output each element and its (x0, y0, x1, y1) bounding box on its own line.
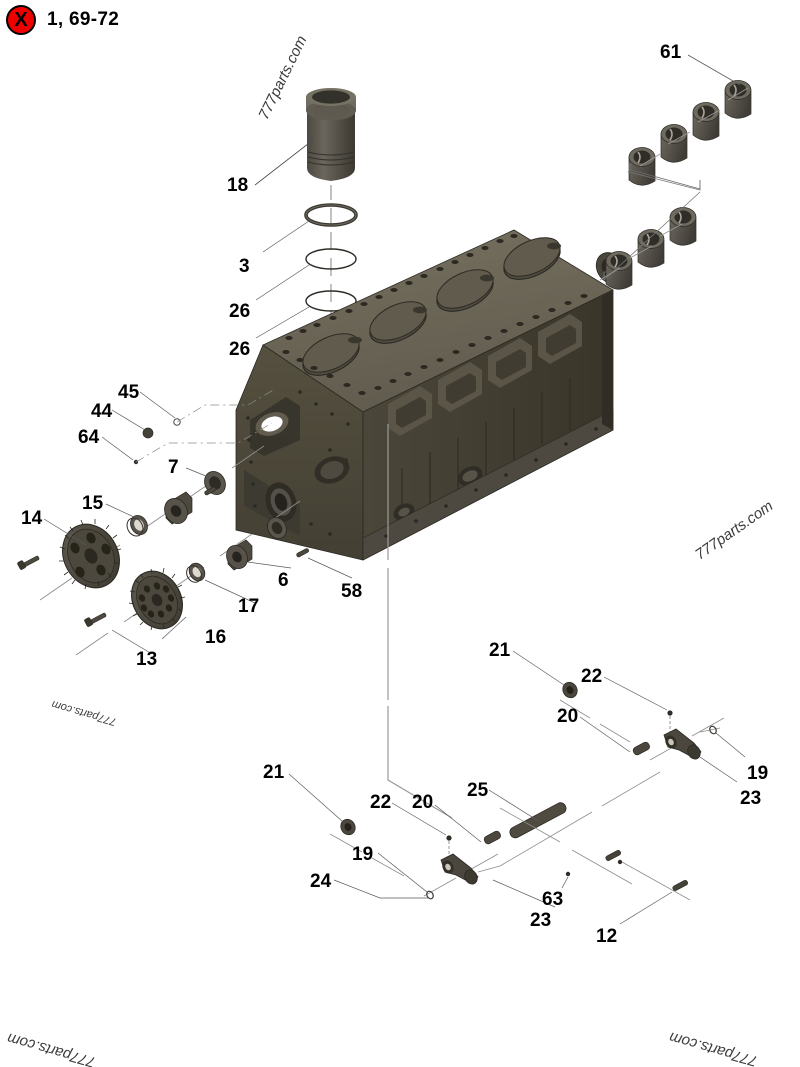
header-reference-text: 1, 69-72 (47, 9, 120, 30)
callout-number-45[interactable]: 45 (118, 382, 140, 403)
callout-number-19[interactable]: 19 (352, 844, 374, 865)
part-nozzle-tube-20-upper (632, 741, 650, 756)
callout-number-23[interactable]: 23 (740, 788, 762, 809)
callout-number-14[interactable]: 14 (21, 508, 43, 529)
part-o-ring-3 (262, 203, 358, 253)
callout-number-20[interactable]: 20 (557, 706, 579, 727)
part-idler-hub-6 (226, 539, 253, 571)
part-pin-12 (617, 859, 688, 925)
part-seal-lower (267, 517, 287, 539)
part-camshaft-bearings-61-lower (605, 207, 697, 290)
callout-number-3[interactable]: 3 (239, 256, 250, 277)
part-idler-gear-14 (59, 519, 122, 590)
piston-cooling-nozzle-assembly-lower (288, 773, 556, 908)
part-gear-bolt-13 (84, 612, 107, 627)
nozzle-axis-rails (499, 771, 691, 901)
part-pin-63 (561, 849, 621, 889)
callout-number-19[interactable]: 19 (747, 763, 769, 784)
callout-number-63[interactable]: 63 (542, 889, 564, 910)
leader-block-to-nozzle (387, 424, 453, 819)
callout-number-12[interactable]: 12 (596, 926, 618, 947)
callout-number-18[interactable]: 18 (227, 175, 249, 196)
cylinder-bores (302, 237, 561, 376)
leader-61 (599, 54, 749, 281)
part-gear-bolt-upper (17, 555, 40, 570)
callout-number-16[interactable]: 16 (205, 627, 227, 648)
part-o-ring-26-upper (255, 248, 357, 301)
callout-number-6[interactable]: 6 (278, 570, 289, 591)
part-nozzle-body-19-lower (440, 853, 479, 885)
callout-number-17[interactable]: 17 (238, 596, 260, 617)
callout-number-22[interactable]: 22 (370, 792, 392, 813)
callout-number-44[interactable]: 44 (91, 401, 113, 422)
part-nozzle-screw-22-lower (446, 835, 452, 858)
part-idler-gear-16 (128, 567, 186, 631)
callout-number-26[interactable]: 26 (229, 339, 251, 360)
idler-gear-train-upper (17, 388, 276, 601)
part-nozzle-bushing-21-upper (562, 681, 578, 699)
callout-number-25[interactable]: 25 (467, 780, 489, 801)
callout-number-58[interactable]: 58 (341, 581, 363, 602)
part-pin-upper (204, 486, 217, 496)
x-mark-icon: X (6, 5, 36, 35)
tappet-bosses (388, 314, 582, 436)
callout-number-64[interactable]: 64 (78, 427, 100, 448)
callout-number-21[interactable]: 21 (263, 762, 285, 783)
part-o-ring-26-lower (255, 290, 357, 339)
callout-number-26[interactable]: 26 (229, 301, 251, 322)
callout-number-20[interactable]: 20 (412, 792, 434, 813)
part-cylinder-liner-18 (254, 88, 356, 186)
callout-number-22[interactable]: 22 (581, 666, 603, 687)
part-nozzle-tube-20-lower (483, 830, 501, 845)
part-nozzle-bushing-21-lower (340, 818, 356, 836)
header-bar: X 1, 69-72 (0, 0, 800, 40)
part-nozzle-screw-22-upper (667, 710, 673, 732)
piston-cooling-nozzle-assembly-upper (512, 650, 746, 783)
callout-number-21[interactable]: 21 (489, 640, 511, 661)
part-dowel-pin-58 (296, 548, 310, 558)
part-oil-gallery-tube-25 (488, 789, 567, 839)
part-nozzle-washer-23-upper (709, 725, 717, 735)
part-bearing-15 (126, 515, 148, 537)
part-nozzle-seal-24 (426, 890, 434, 900)
part-plug-44 (142, 427, 154, 439)
idler-gear-train-lower (75, 486, 353, 656)
x-badge-letter: X (14, 9, 28, 31)
callout-number-13[interactable]: 13 (136, 649, 158, 670)
callout-number-23[interactable]: 23 (530, 910, 552, 931)
callout-number-61[interactable]: 61 (660, 42, 682, 63)
callout-number-15[interactable]: 15 (82, 493, 104, 514)
deck-bolt-holes (282, 234, 588, 395)
part-engine-cylinder-block (235, 229, 625, 561)
part-camshaft-bearings-61-upper (628, 80, 752, 186)
callout-number-24[interactable]: 24 (310, 871, 332, 892)
callout-number-7[interactable]: 7 (168, 457, 179, 478)
part-bearing-17 (186, 562, 206, 583)
part-nozzle-body-19-upper (663, 728, 702, 760)
part-idler-hub-7 (164, 491, 193, 525)
